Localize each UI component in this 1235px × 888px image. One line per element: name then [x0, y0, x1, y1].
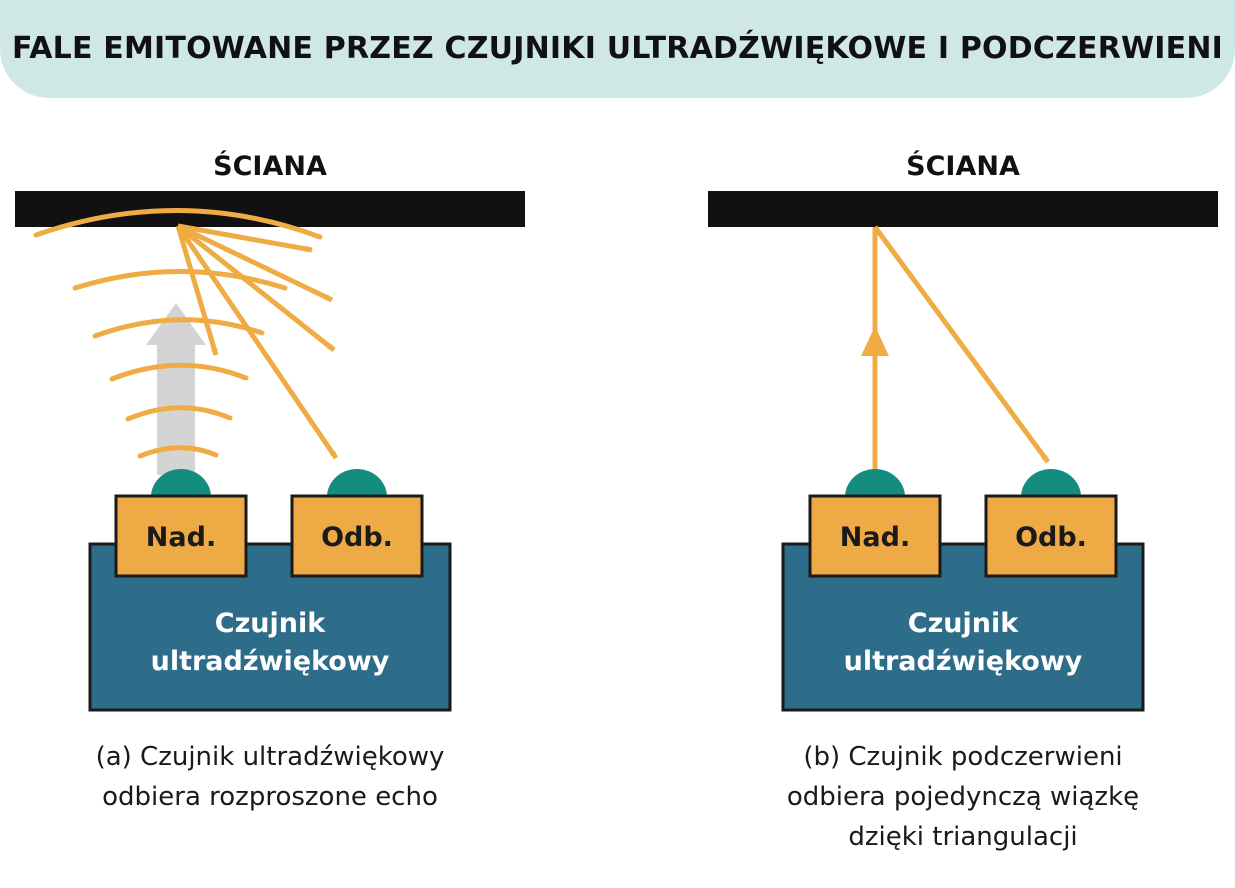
panel-a-sensor-label-line1: Czujnik [215, 608, 326, 639]
echo-arrow [175, 224, 339, 460]
panel-b-caption-line3: dzięki triangulacji [848, 822, 1077, 852]
panel-b-receiver-label: Odb. [1015, 522, 1087, 553]
panel-b: ŚCIANA Czujnik ultradźwiękowy Nad. Odb. … [708, 150, 1218, 852]
panel-b-caption-line1: (b) Czujnik podczerwieni [803, 742, 1122, 772]
echo-arrow [177, 223, 313, 253]
panel-a-receiver-dome [327, 469, 387, 497]
panel-a-receiver-label: Odb. [321, 522, 393, 553]
ir-beam-up-arrowhead [861, 326, 889, 356]
sound-wave-arc [72, 269, 288, 291]
panel-b-receiver-box [984, 494, 1118, 578]
sound-wave-arc [33, 208, 323, 240]
panel-b-wall-label: ŚCIANA [906, 150, 1020, 182]
panel-a-wall-label: ŚCIANA [213, 150, 327, 182]
panel-a: ŚCIANA Czujnik ultradźwiękowy [15, 150, 525, 812]
panel-b-wall [708, 191, 1218, 227]
echo-arrow [176, 224, 336, 352]
sound-wave-arc [137, 445, 219, 459]
panel-a-emitter-box [114, 494, 248, 578]
sound-wave-arc [109, 362, 249, 382]
sound-wave-arc [125, 405, 233, 422]
panel-b-sensor-label-line1: Czujnik [908, 608, 1019, 639]
panel-b-emitter-box [808, 494, 942, 578]
panel-a-sensor-label-line2: ultradźwiękowy [151, 646, 390, 677]
panel-a-receiver-box [290, 494, 424, 578]
panel-b-sensor-label-line2: ultradźwiękowy [844, 646, 1083, 677]
panel-b-receiver-dome [1021, 469, 1081, 497]
panel-a-echo-arrows [175, 223, 339, 460]
panel-a-emitter-dome [151, 469, 211, 497]
panel-b-emitter-label: Nad. [840, 522, 910, 553]
title-banner [0, 0, 1235, 98]
panel-b-emitter-dome [845, 469, 905, 497]
sound-wave-arc [92, 317, 265, 339]
echo-arrow [176, 223, 334, 303]
panel-a-caption-line1: (a) Czujnik ultradźwiękowy [96, 742, 445, 772]
panel-a-sound-waves [33, 208, 323, 459]
panel-a-emitter-label: Nad. [146, 522, 216, 553]
panel-a-caption-line2: odbiera rozproszone echo [102, 782, 438, 812]
echo-arrow [175, 225, 219, 356]
panel-b-ir-beam [872, 225, 1051, 472]
ir-beam-reflected [872, 225, 1051, 464]
diagram-title: FALE EMITOWANE PRZEZ CZUJNIKI ULTRADŹWIĘ… [11, 31, 1224, 66]
panel-b-caption-line2: odbiera pojedynczą wiązkę [787, 782, 1139, 812]
